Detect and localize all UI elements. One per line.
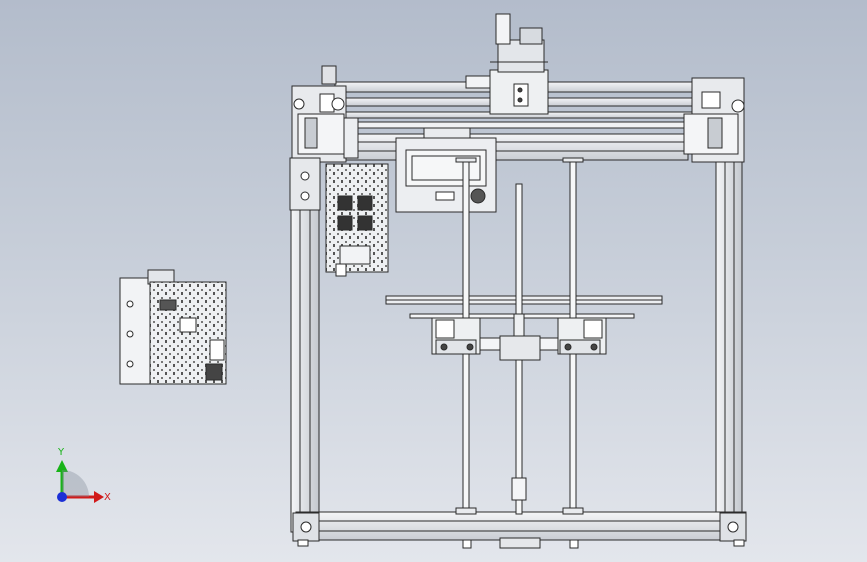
y-axis-label: Y — [57, 447, 65, 458]
right-stepper-motor[interactable] — [683, 77, 745, 163]
reference-triad: Y X — [56, 447, 111, 503]
z-carriage-bearings[interactable] — [431, 317, 607, 361]
left-stepper-motor[interactable] — [289, 65, 359, 211]
lcd-display-panel[interactable] — [395, 127, 497, 213]
main-control-board[interactable] — [119, 269, 227, 385]
z-axis-dot-icon — [57, 492, 67, 502]
controller-board[interactable] — [325, 163, 389, 277]
printer-frame[interactable] — [290, 133, 747, 549]
x-axis-label: X — [104, 492, 111, 503]
print-head-carriage[interactable] — [465, 13, 549, 115]
